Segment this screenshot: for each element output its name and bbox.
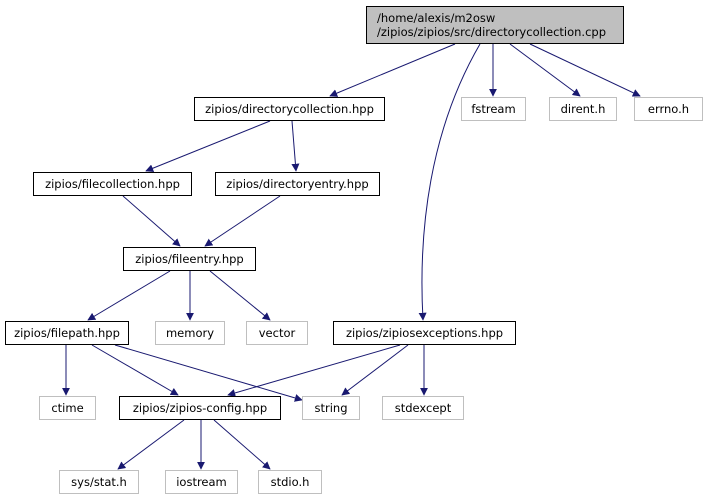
edge-directorycollection-directoryentry xyxy=(291,120,300,172)
node-filepath-hpp[interactable]: zipios/filepath.hpp xyxy=(5,321,129,345)
edge-fileentry-filepath xyxy=(87,270,171,321)
root-file-path-line1: /home/alexis/m2osw xyxy=(377,11,496,25)
node-filecollection-hpp[interactable]: zipios/filecollection.hpp xyxy=(33,172,192,196)
root-file-path-line2: /zipios/zipios/src/directorycollection.c… xyxy=(377,25,606,39)
edge-zipiosexceptions-zipiosconfig xyxy=(227,344,401,397)
edge-filepath-zipiosconfig xyxy=(91,344,179,396)
root-file-node: /home/alexis/m2osw /zipios/zipios/src/di… xyxy=(366,6,624,44)
edge-root-dirent xyxy=(509,43,581,97)
edge-filepath-string xyxy=(114,344,303,402)
edge-filecollection-fileentry xyxy=(122,195,181,247)
edge-directorycollection-filecollection xyxy=(145,120,271,173)
node-stdexcept: stdexcept xyxy=(382,396,464,420)
edge-root-directorycollection xyxy=(329,43,456,97)
node-vector: vector xyxy=(246,321,308,345)
node-string: string xyxy=(302,396,360,420)
node-zipiosexceptions-hpp[interactable]: zipios/zipiosexceptions.hpp xyxy=(333,321,516,345)
edge-root-zipiosexceptions xyxy=(418,43,481,321)
node-fileentry-hpp[interactable]: zipios/fileentry.hpp xyxy=(123,247,256,271)
node-errno-h: errno.h xyxy=(634,97,703,121)
node-zipios-config-hpp[interactable]: zipios/zipios-config.hpp xyxy=(119,396,281,420)
node-sys-stat-h: sys/stat.h xyxy=(59,470,139,494)
node-directorycollection-hpp[interactable]: zipios/directorycollection.hpp xyxy=(194,97,385,121)
edge-zipiosconfig-sysstat xyxy=(117,419,185,470)
node-fstream: fstream xyxy=(461,97,526,121)
node-memory: memory xyxy=(155,321,225,345)
node-stdio-h: stdio.h xyxy=(258,470,322,494)
edge-zipiosconfig-stdio xyxy=(213,419,271,470)
edge-root-errno xyxy=(529,43,641,97)
node-directoryentry-hpp[interactable]: zipios/directoryentry.hpp xyxy=(215,172,380,196)
node-ctime: ctime xyxy=(39,396,96,420)
node-iostream: iostream xyxy=(165,470,238,494)
edge-directoryentry-fileentry xyxy=(204,195,281,247)
edge-zipiosexceptions-string xyxy=(341,344,409,396)
node-dirent-h: dirent.h xyxy=(549,97,617,121)
edge-fileentry-vector xyxy=(209,270,271,321)
